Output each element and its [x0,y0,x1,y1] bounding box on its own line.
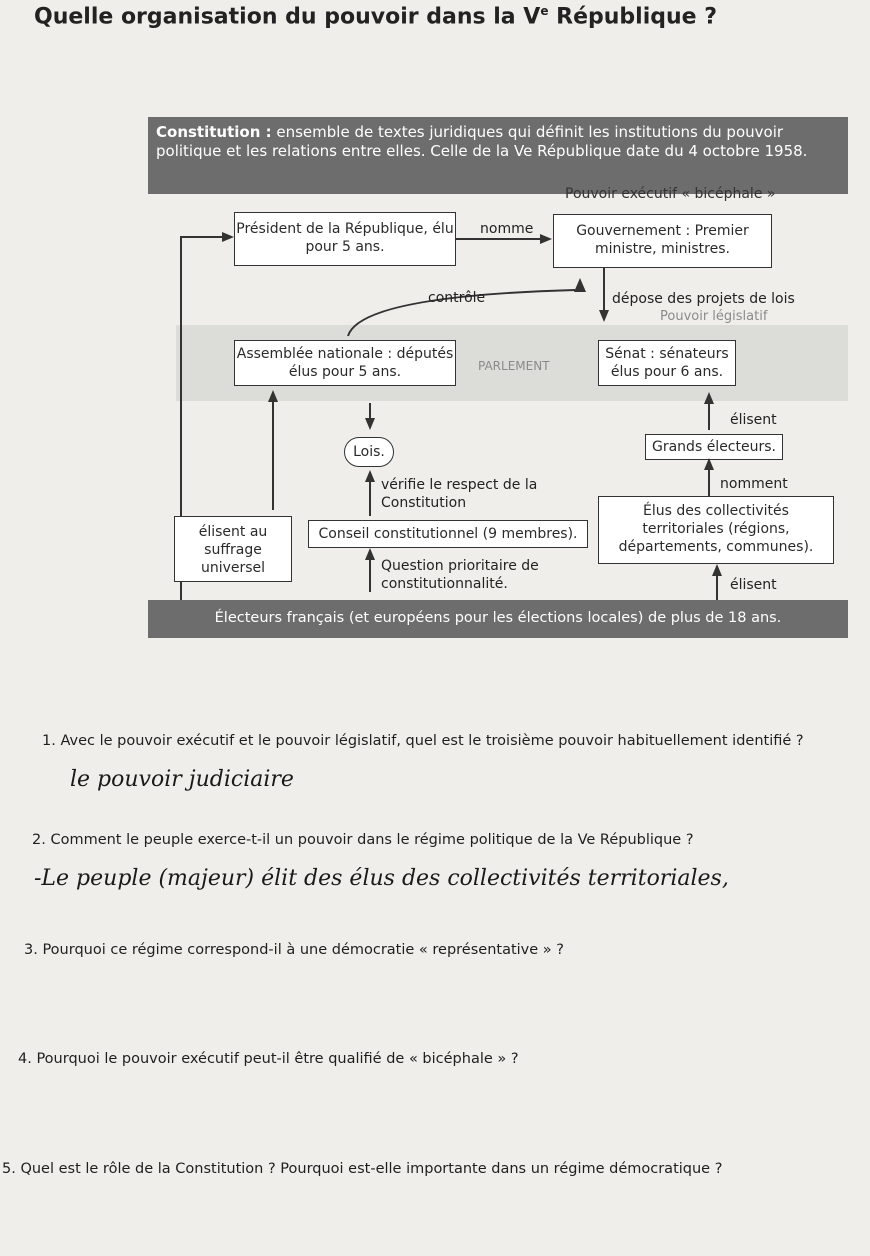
answer-1: le pouvoir judiciaire [70,767,294,792]
title-suffix: République ? [548,4,717,30]
constitution-text: ensemble de textes juridiques qui défini… [156,123,808,160]
verifie-label: vérifie le respect de la Constitution [381,477,538,511]
suffrage-line [180,236,182,600]
constitution-heading: Constitution : [156,123,272,141]
legislatif-label: Pouvoir législatif [660,309,768,324]
elisent-top-label: élisent [730,412,777,428]
verifie-line [369,478,371,516]
question-2: 2. Comment le peuple exerce-t-il un pouv… [32,832,694,848]
lois-down-line [369,403,371,421]
question-3: 3. Pourquoi ce régime correspond-il à un… [24,942,564,958]
president-box: Président de la République, élu pour 5 a… [234,212,456,266]
collectivites-up-line [716,572,718,600]
nomment-line [708,462,710,498]
question-label: Question prioritaire de constitutionnali… [381,558,539,592]
senat-up-arrow [704,392,714,404]
question-5: 5. Quel est le rôle de la Constitution ?… [2,1161,723,1177]
nomme-line [456,238,542,240]
elus-collectivites-text: Élus des collectivités territoriales (ré… [618,503,814,555]
depose-label: dépose des projets de lois [612,291,795,307]
suffrage-line-top [180,236,224,238]
suffrage-box: élisent au suffrage universel [174,516,292,582]
parlement-label: PARLEMENT [478,359,550,373]
title-prefix: Quelle organisation du pouvoir dans la V [34,4,541,30]
nomment-label: nomment [720,476,788,492]
nomme-label: nomme [480,221,534,237]
verifie-arrow [365,470,375,482]
depose-arrow [599,310,609,322]
nomme-arrow [540,234,552,244]
answer-2: -Le peuple (majeur) élit des élus des co… [34,866,729,891]
controle-curve [347,278,586,337]
conseil-text: Conseil constitutionnel (9 membres). [318,526,578,542]
electeurs-band: Électeurs français (et européens pour le… [148,600,848,638]
assemblee-up-arrow [268,390,278,402]
gouvernement-box: Gouvernement : Premier ministre, ministr… [553,214,772,268]
nomment-arrow [704,458,714,470]
electeurs-text: Électeurs français (et européens pour le… [214,610,782,626]
senat-text: Sénat : sénateurs élus pour 6 ans. [605,346,729,380]
assemblee-up-line [272,400,274,510]
question-4: 4. Pourquoi le pouvoir exécutif peut-il … [18,1051,519,1067]
constitution-banner: Constitution : ensemble de textes juridi… [148,117,848,194]
executif-label: Pouvoir exécutif « bicéphale » [565,186,776,202]
arrow-to-president [222,232,234,242]
grands-electeurs-box: Grands électeurs. [645,434,783,460]
gouvernement-text: Gouvernement : Premier ministre, ministr… [576,223,749,257]
lois-down-arrow [365,418,375,430]
conseil-box: Conseil constitutionnel (9 membres). [308,520,588,548]
title-sup: e [540,4,549,18]
senat-box: Sénat : sénateurs élus pour 6 ans. [598,340,736,386]
page-title: Quelle organisation du pouvoir dans la V… [34,4,717,29]
grands-electeurs-text: Grands électeurs. [652,439,776,455]
elisent-bottom-label: élisent [730,577,777,593]
question-1: 1. Avec le pouvoir exécutif et le pouvoi… [42,733,804,749]
elus-collectivites-box: Élus des collectivités territoriales (ré… [598,496,834,564]
assemblee-box: Assemblée nationale : députés élus pour … [234,340,456,386]
collectivites-up-arrow [712,564,722,576]
senat-up-line [708,398,710,430]
suffrage-text: élisent au suffrage universel [198,524,268,576]
depose-line [603,268,605,312]
lois-box: Lois. [344,437,394,467]
lois-text: Lois. [353,444,385,460]
president-text: Président de la République, élu pour 5 a… [236,221,454,255]
question-line [369,556,371,592]
controle-label: contrôle [428,290,486,306]
assemblee-text: Assemblée nationale : députés élus pour … [236,346,454,380]
question-arrow [365,548,375,560]
